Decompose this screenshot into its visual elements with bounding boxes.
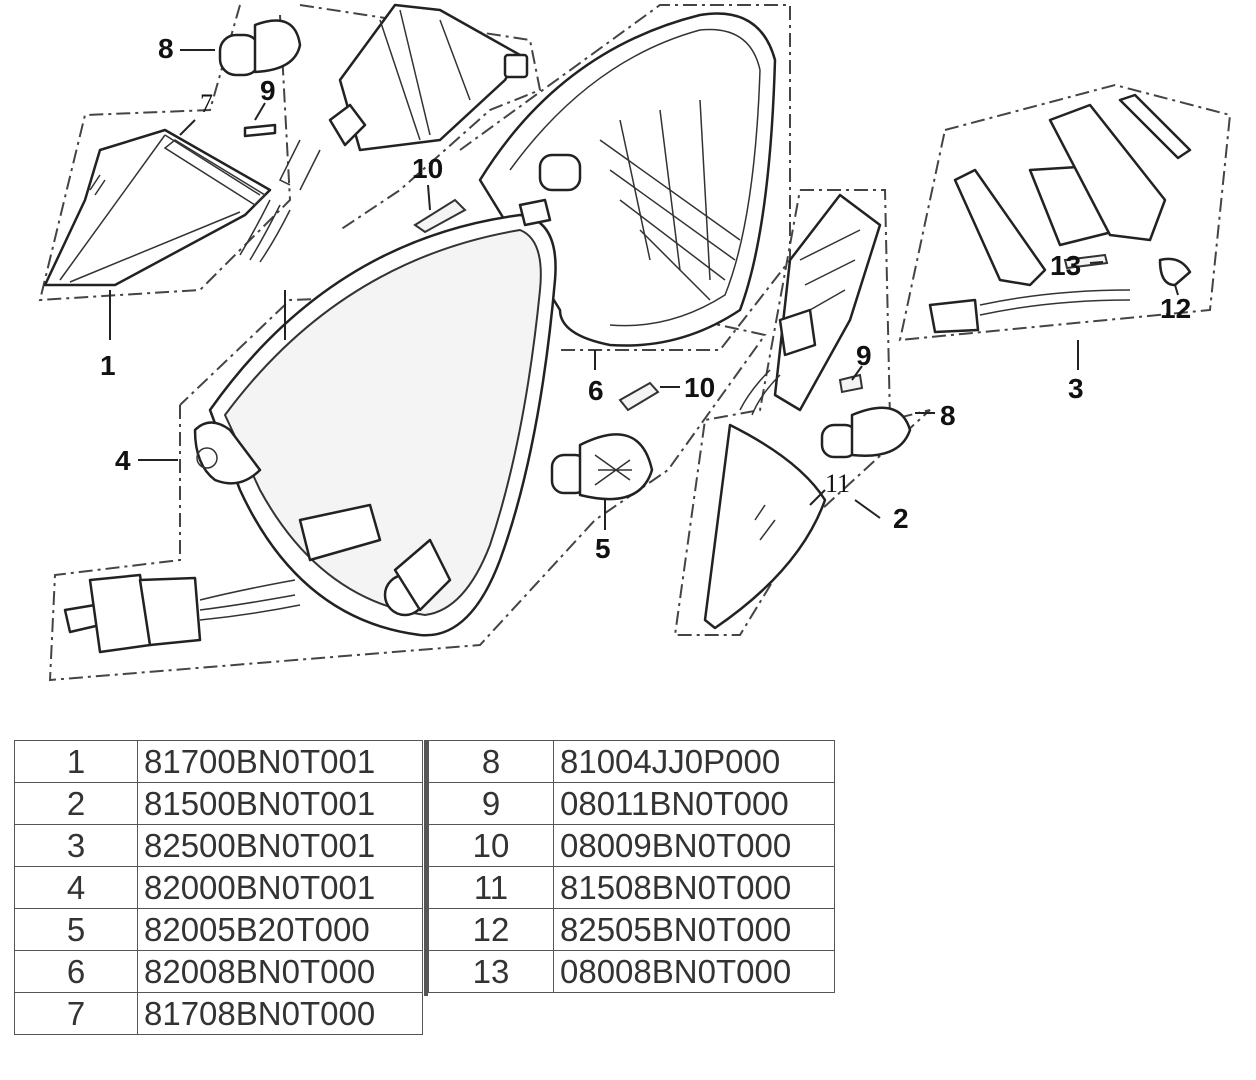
part-code: 81004JJ0P000 [553, 740, 835, 783]
group-outline-top [299, 4, 542, 231]
callout-2: 2 [893, 503, 909, 534]
part-9-screw-top [243, 123, 277, 138]
callout-3: 3 [1068, 373, 1084, 404]
part-4-housing [193, 198, 557, 637]
socket-bracket-top [239, 3, 529, 263]
part-10-screw-lower [618, 381, 660, 412]
part-ref-number: 7 [14, 992, 138, 1035]
callout-9-top: 9 [260, 75, 276, 106]
group-outline-1 [38, 4, 292, 302]
part-code: 81708BN0T000 [137, 992, 423, 1035]
part-ref-number: 10 [428, 824, 554, 867]
part-1-lens [43, 128, 272, 287]
part-code: 81500BN0T001 [137, 782, 423, 825]
part-code: 82505BN0T000 [553, 908, 835, 951]
part-code: 82005B20T000 [137, 908, 423, 951]
part-8-bulb-right [820, 406, 912, 459]
part-11-lens [703, 423, 827, 630]
callout-10-lower: 10 [684, 372, 715, 403]
part-code: 08009BN0T000 [553, 824, 835, 867]
part-code: 08011BN0T000 [553, 782, 835, 825]
callout-7: 7 [200, 89, 213, 118]
part-4-connector [63, 573, 301, 654]
callout-9-right: 9 [856, 340, 872, 371]
callout-4: 4 [115, 445, 131, 476]
callout-6: 6 [588, 375, 604, 406]
leader-lines [109, 49, 1179, 530]
part-ref-number: 9 [428, 782, 554, 825]
part-ref-number: 11 [428, 866, 554, 909]
callout-12: 12 [1160, 293, 1191, 324]
part-ref-number: 12 [428, 908, 554, 951]
callout-1: 1 [100, 350, 116, 381]
table-separator [424, 740, 428, 996]
callout-8-right: 8 [940, 400, 956, 431]
part-ref-number: 2 [14, 782, 138, 825]
part-code: 82500BN0T001 [137, 824, 423, 867]
exploded-parts-diagram: 8 9 7 1 4 10 6 10 5 9 8 11 2 3 13 12 [38, 3, 1232, 682]
part-7-gasket [163, 139, 267, 206]
part-3-license-lamp [928, 93, 1192, 334]
part-5-bulb [550, 433, 654, 501]
part-ref-number: 13 [428, 950, 554, 993]
part-code: 81700BN0T001 [137, 740, 423, 783]
part-ref-number: 5 [14, 908, 138, 951]
callout-10-upper: 10 [412, 153, 443, 184]
part-ref-number: 8 [428, 740, 554, 783]
part-ref-number: 1 [14, 740, 138, 783]
part-ref-number: 6 [14, 950, 138, 993]
part-9-screw-right [838, 373, 864, 394]
part-8-bulb-top [218, 19, 302, 77]
part-ref-number: 3 [14, 824, 138, 867]
part-2-reflector [739, 193, 882, 416]
group-outline-3 [898, 83, 1232, 342]
callout-13: 13 [1050, 250, 1081, 281]
part-code: 81508BN0T000 [553, 866, 835, 909]
callout-11: 11 [825, 469, 850, 498]
part-code: 08008BN0T000 [553, 950, 835, 993]
callout-8-top: 8 [158, 33, 174, 64]
callout-5: 5 [595, 533, 611, 564]
part-code: 82008BN0T000 [137, 950, 423, 993]
part-10-screw-upper [413, 198, 467, 234]
part-code: 82000BN0T001 [137, 866, 423, 909]
part-ref-number: 4 [14, 866, 138, 909]
